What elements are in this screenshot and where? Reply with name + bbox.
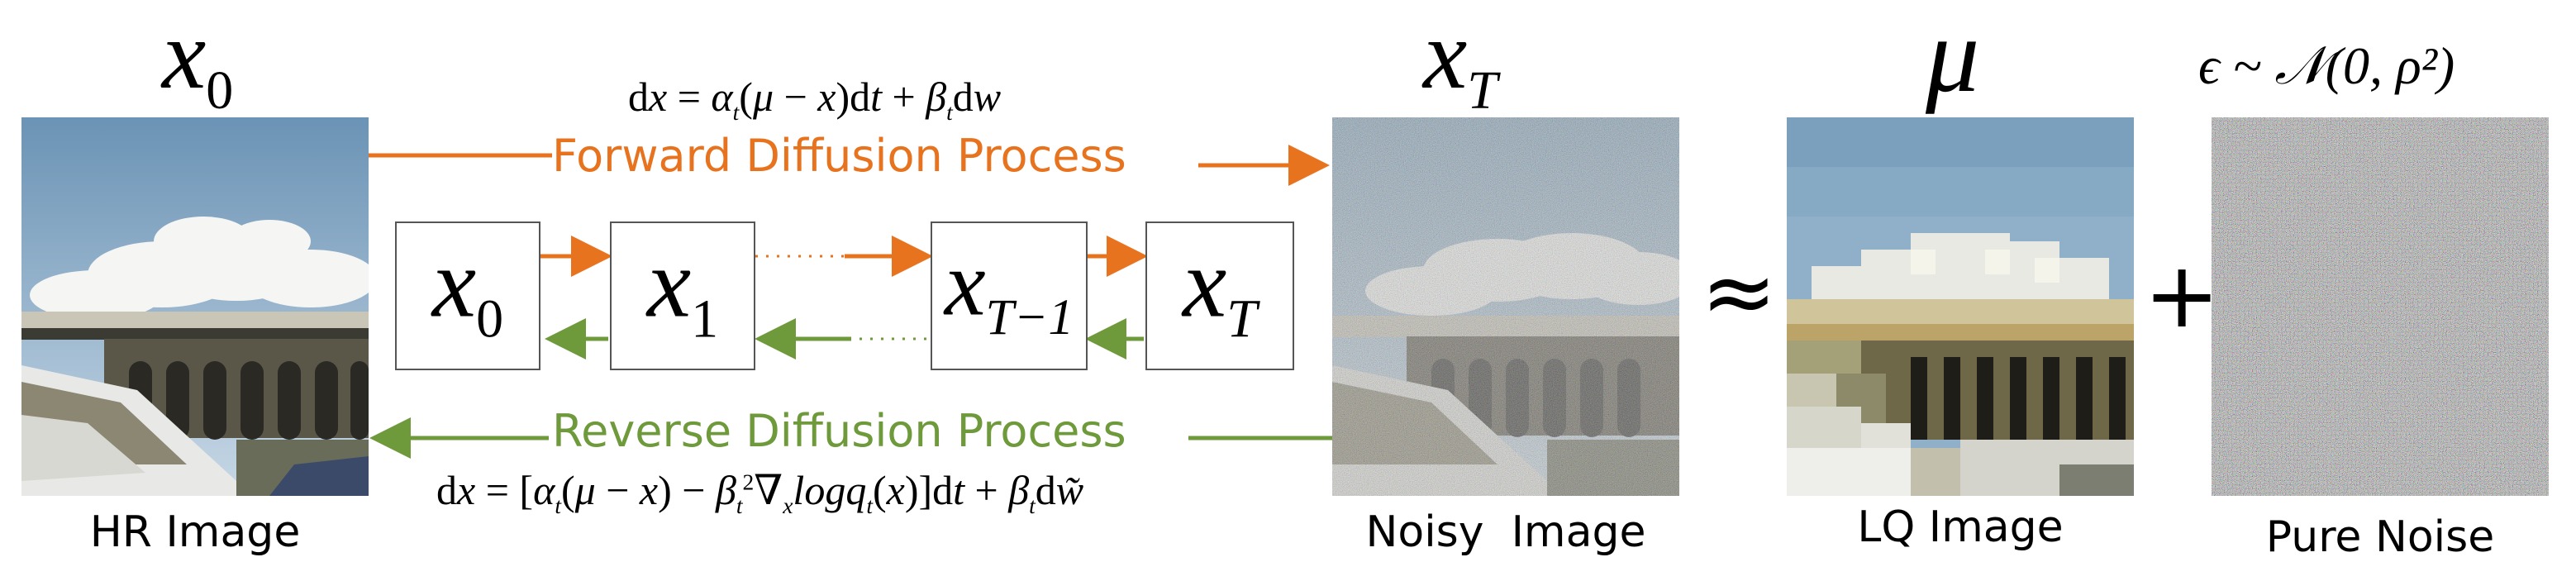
chain-box-x1: x1	[610, 221, 755, 370]
pure-noise-image	[2212, 117, 2549, 496]
xT-top-label: xT	[1423, 0, 1498, 121]
mu-top-label: μ	[1926, 0, 1980, 115]
forward-process-label: Forward Diffusion Process	[552, 130, 1126, 182]
reverse-process-label: Reverse Diffusion Process	[552, 405, 1126, 457]
hr-image-caption: HR Image	[89, 507, 301, 557]
noisy-image-caption: Noisy Image	[1365, 507, 1646, 557]
noise-formula-label: ϵ ~ 𝒩(0, ρ²)	[2198, 36, 2455, 95]
noisy-image	[1332, 117, 1679, 496]
x0-top-label: x0	[162, 0, 234, 121]
reverse-equation: dx = [αt(μ − x) − βt2∇xlogqt(x)]dt + βtd…	[436, 467, 1084, 518]
plus-symbol: +	[2144, 242, 2221, 348]
chain-box-xT: xT	[1145, 221, 1294, 370]
lq-image-caption: LQ Image	[1857, 502, 2064, 552]
hr-image	[21, 117, 369, 496]
pure-noise-caption: Pure Noise	[2265, 512, 2495, 562]
chain-box-x0: x0	[395, 221, 540, 370]
approx-symbol: ≈	[1701, 239, 1778, 345]
forward-equation: dx = αt(μ − x)dt + βtdw	[628, 74, 1002, 125]
chain-box-xT-1: xT−1	[931, 221, 1088, 370]
lq-image	[1787, 117, 2134, 496]
